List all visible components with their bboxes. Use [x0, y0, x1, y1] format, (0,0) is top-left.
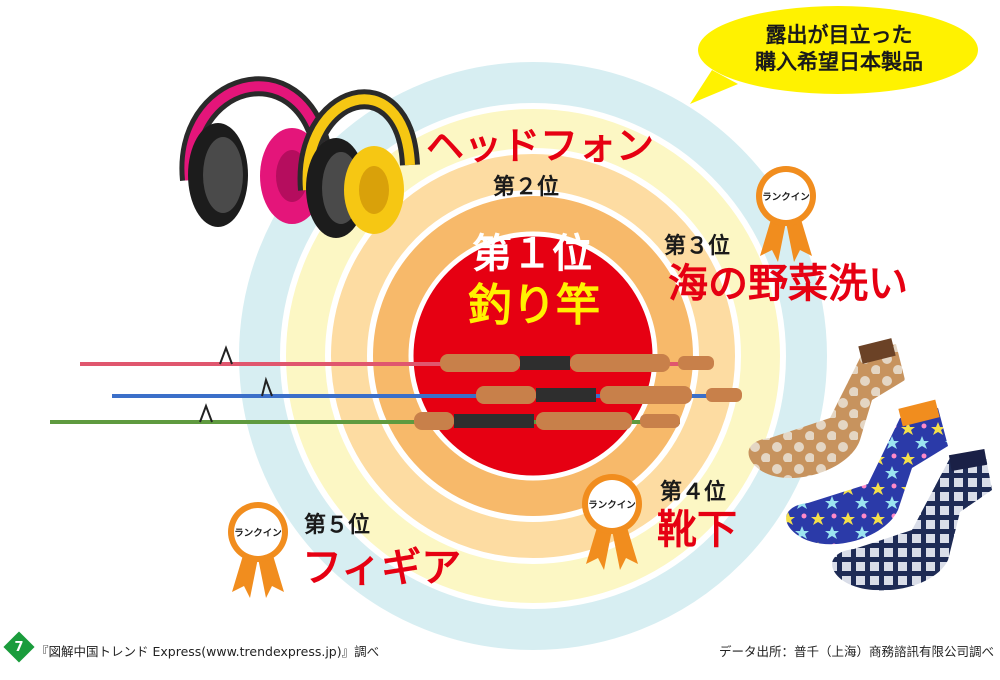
fishing-rods-illustration	[50, 345, 742, 430]
page-number: 7	[14, 640, 24, 655]
rank-2-item: ヘッドフォン	[426, 124, 655, 168]
speech-bubble-line-1: 露出が目立った	[765, 23, 913, 47]
rank-3-item: 海の野菜洗い	[668, 261, 908, 307]
socks-illustration	[748, 338, 992, 591]
footer-source-right: データ出所：普千（上海）商務諮訊有限公司調べ	[718, 644, 994, 659]
rankin-badge-5: ランクイン	[228, 502, 288, 598]
speech-bubble-line-2: 購入希望日本製品	[755, 50, 923, 75]
rank-3-label: 第３位	[664, 234, 731, 259]
rank-2-label: 第２位	[493, 175, 560, 200]
rankin-badge-3-label: ランクイン	[762, 192, 810, 203]
rank-4-item: 靴下	[657, 507, 737, 553]
rank-4-label: 第４位	[660, 480, 727, 505]
headphones-illustration	[179, 76, 420, 238]
rank-1-label: 第１位	[472, 231, 592, 277]
footer-source-left: 『図解中国トレンド Express(www.trendexpress.jp)』調…	[36, 644, 380, 659]
rankin-badge-3: ランクイン	[756, 166, 816, 262]
rankin-badge-4: ランクイン	[582, 474, 642, 570]
rank-1-item: 釣り竿	[468, 280, 600, 331]
rank-5-label: 第５位	[304, 513, 371, 538]
speech-bubble-text: 露出が目立った 購入希望日本製品	[728, 22, 950, 77]
rankin-badge-5-label: ランクイン	[234, 528, 282, 539]
speech-bubble	[690, 6, 978, 104]
rank-5-item: フィギア	[302, 545, 462, 591]
rankin-badge-4-label: ランクイン	[588, 500, 636, 511]
